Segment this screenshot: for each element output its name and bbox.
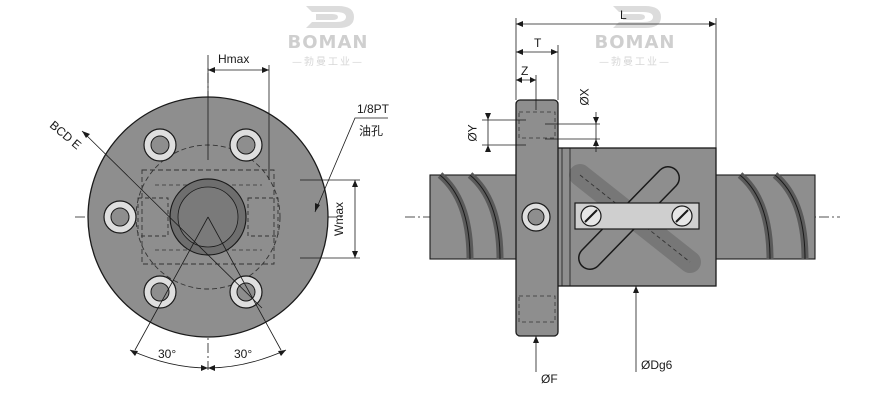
bolt-hole [229, 128, 263, 162]
oil-hole-label: 油孔 [359, 124, 384, 138]
watermark-subtitle: —勃曼工业— [292, 57, 364, 68]
angle-right-label: 30° [234, 347, 253, 361]
oil-hole [103, 200, 137, 234]
watermark-right: BOMAN —勃曼工业— [590, 2, 680, 68]
boman-logo-icon [613, 6, 661, 28]
bolt-hole [143, 275, 177, 309]
watermark-subtitle: —勃曼工业— [599, 57, 671, 68]
watermark-brand: BOMAN [594, 32, 676, 53]
boman-logo-icon [306, 6, 354, 28]
angle-left-label: 30° [158, 347, 177, 361]
dg6-label: ØDg6 [641, 358, 673, 372]
wmax-label: Wmax [332, 202, 346, 236]
screw-shaft-left [429, 174, 519, 260]
x-label: ØX [577, 88, 592, 106]
f-label: ØF [541, 372, 558, 386]
bolt-hole [143, 128, 177, 162]
y-label: ØY [465, 124, 480, 142]
hmax-label: Hmax [218, 52, 250, 66]
pt-label: 1/8PT [357, 102, 390, 116]
watermark-brand: BOMAN [287, 32, 369, 53]
t-label: T [534, 36, 542, 50]
watermark-left: BOMAN —勃曼工业— [283, 2, 373, 68]
z-label: Z [521, 64, 529, 78]
l-label: L [620, 8, 627, 22]
